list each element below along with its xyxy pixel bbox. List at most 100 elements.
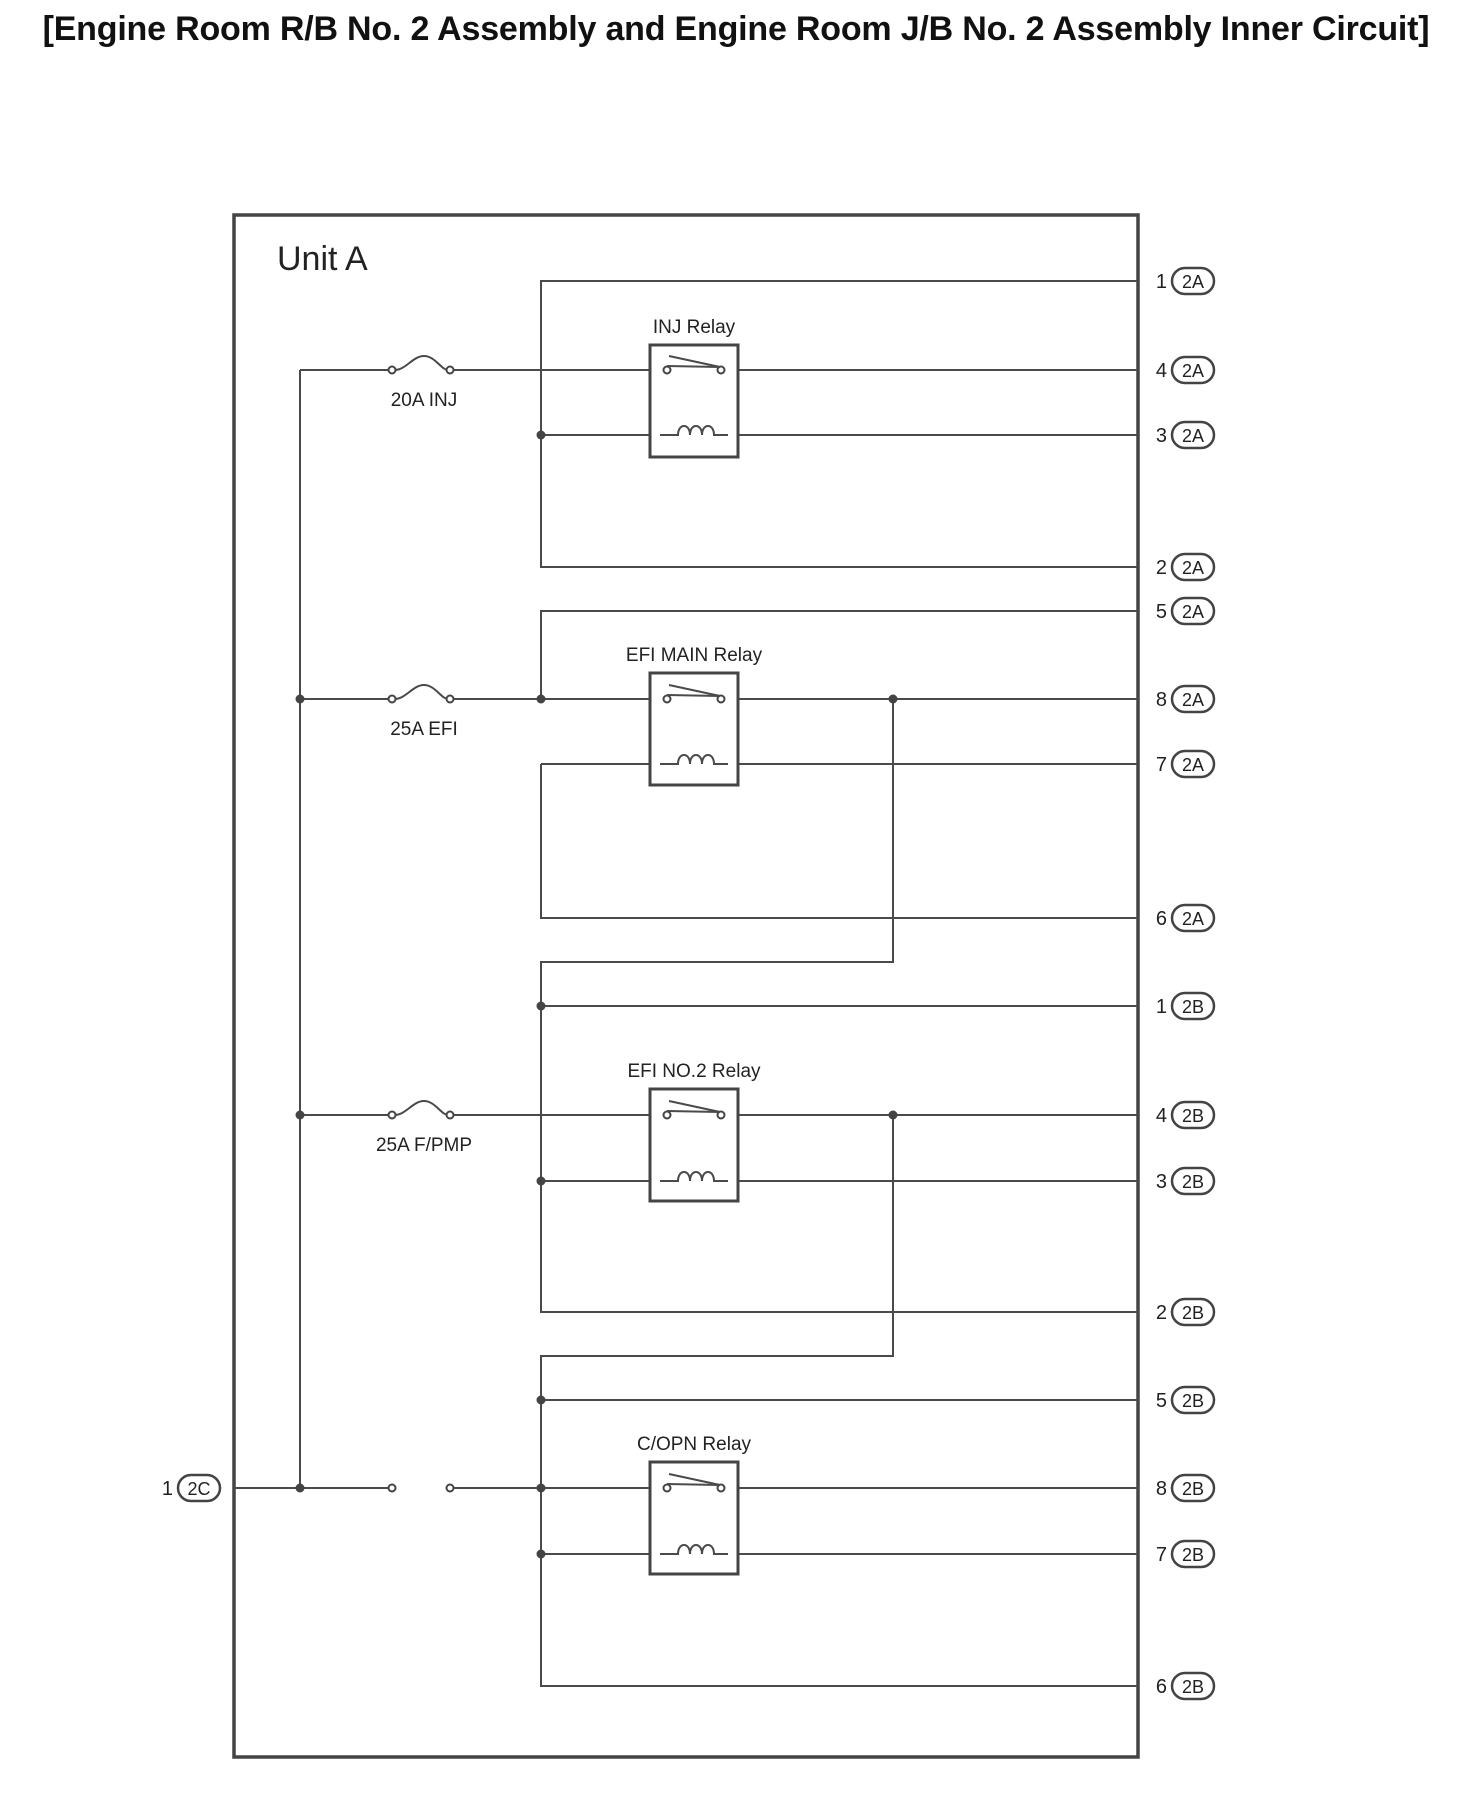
relay-label: EFI NO.2 Relay — [627, 1061, 761, 1082]
terminal-point — [445, 365, 455, 375]
terminal-point — [445, 1483, 455, 1493]
pin-number: 7 — [1156, 754, 1167, 776]
connector-code: 2A — [1182, 602, 1204, 622]
junction-dot — [536, 1483, 546, 1493]
terminal-point — [716, 365, 726, 375]
relay-coil — [660, 1544, 728, 1555]
connector-code: 2B — [1182, 997, 1204, 1017]
connector-pin-5-2b: 5 2B — [1156, 1385, 1216, 1415]
connector-code: 2C — [187, 1479, 210, 1499]
connector-code: 2A — [1182, 558, 1204, 578]
relay-copn: C/OPN Relay — [637, 1434, 752, 1576]
relay-coil — [660, 754, 728, 765]
pin-number: 8 — [1156, 689, 1167, 711]
connector-pin-1-2c: 1 2C — [162, 1473, 222, 1503]
terminal-point — [662, 1483, 672, 1493]
relay-switch — [666, 365, 721, 368]
relay-label: EFI MAIN Relay — [626, 645, 763, 666]
connector-code: 2A — [1182, 272, 1204, 292]
terminal-point — [445, 694, 455, 704]
fuse-inj: 20A INJ — [300, 354, 458, 411]
pin-number: 8 — [1156, 1478, 1167, 1500]
pin-number: 1 — [1156, 271, 1167, 293]
pin-number: 5 — [1156, 601, 1167, 623]
fuse-group: 20A INJ 25A EFI 25A F/PMP — [300, 354, 472, 1493]
connector-code: 2B — [1182, 1391, 1204, 1411]
connector-pin-1-2a: 1 2A — [1156, 266, 1216, 296]
connector-pin-4-2b: 4 2B — [1156, 1100, 1216, 1130]
connector-code: 2B — [1182, 1172, 1204, 1192]
terminal-point — [445, 1110, 455, 1120]
relay-switch — [666, 1483, 721, 1486]
pin-number: 4 — [1156, 1105, 1167, 1127]
relay-coil — [660, 425, 728, 436]
wiring — [234, 280, 1138, 1687]
relay-box — [648, 1087, 740, 1203]
relay-switch — [666, 694, 721, 697]
fuse-efi: 25A EFI — [300, 683, 458, 740]
connector-code: 2A — [1182, 690, 1204, 710]
connector-pin-6-2b: 6 2B — [1156, 1671, 1216, 1701]
wire-copn-loop — [540, 1115, 1138, 1687]
junction-dot — [536, 1395, 546, 1405]
pin-number: 2 — [1156, 1302, 1167, 1324]
pin-number: 5 — [1156, 1390, 1167, 1412]
pin-number: 1 — [1156, 996, 1167, 1018]
pin-number: 3 — [1156, 425, 1167, 447]
connector-code: 2A — [1182, 361, 1204, 381]
junction-dot — [888, 1110, 898, 1120]
terminal-point — [716, 694, 726, 704]
terminal-point — [662, 1110, 672, 1120]
open-fuse-slot — [300, 1483, 455, 1493]
relay-inj: INJ Relay — [648, 317, 740, 459]
junction-dot — [295, 1483, 305, 1493]
connector-code: 2B — [1182, 1479, 1204, 1499]
wire-inj-loop — [540, 280, 1138, 568]
connector-pin-1-2b: 1 2B — [1156, 991, 1216, 1021]
terminal-point — [387, 694, 397, 704]
pin-number: 6 — [1156, 1676, 1167, 1698]
fuse-fpmp: 25A F/PMP — [300, 1099, 472, 1156]
terminal-point — [387, 365, 397, 375]
junction-dot — [536, 1176, 546, 1186]
connector-pin-3-2a: 3 2A — [1156, 420, 1216, 450]
relay-box — [648, 1460, 740, 1576]
connector-code: 2A — [1182, 426, 1204, 446]
junction-dot — [295, 694, 305, 704]
connector-pin-8-2a: 8 2A — [1156, 684, 1216, 714]
relay-box — [648, 343, 740, 459]
terminal-point — [387, 1110, 397, 1120]
junction-dot — [536, 430, 546, 440]
fuse-label: 20A INJ — [391, 390, 458, 411]
pin-number: 4 — [1156, 360, 1167, 382]
junction-dot — [536, 1549, 546, 1559]
fuse-label: 25A EFI — [390, 719, 458, 740]
connector-code: 2B — [1182, 1677, 1204, 1697]
junction-dot — [536, 694, 546, 704]
terminal-point — [662, 365, 672, 375]
fuse-label: 25A F/PMP — [376, 1135, 472, 1156]
connector-code: 2B — [1182, 1106, 1204, 1126]
relay-efi_no2: EFI NO.2 Relay — [627, 1061, 761, 1203]
relay-coil — [660, 1171, 728, 1182]
relay-efi_main: EFI MAIN Relay — [626, 645, 763, 787]
relay-switch — [666, 1110, 721, 1113]
wire-efi-main-top — [540, 610, 1138, 699]
terminal-point — [387, 1483, 397, 1493]
pin-number: 1 — [162, 1478, 173, 1500]
connector-code: 2A — [1182, 755, 1204, 775]
wire-efi-no2-loop — [540, 699, 1138, 1313]
pin-number: 6 — [1156, 908, 1167, 930]
connector-pin-7-2a: 7 2A — [1156, 749, 1216, 779]
page-title: [Engine Room R/B No. 2 Assembly and Engi… — [42, 10, 1430, 48]
connector-pin-8-2b: 8 2B — [1156, 1473, 1216, 1503]
terminal-point — [716, 1483, 726, 1493]
unit-label: Unit A — [277, 240, 368, 278]
unit-frame — [232, 213, 1140, 1759]
